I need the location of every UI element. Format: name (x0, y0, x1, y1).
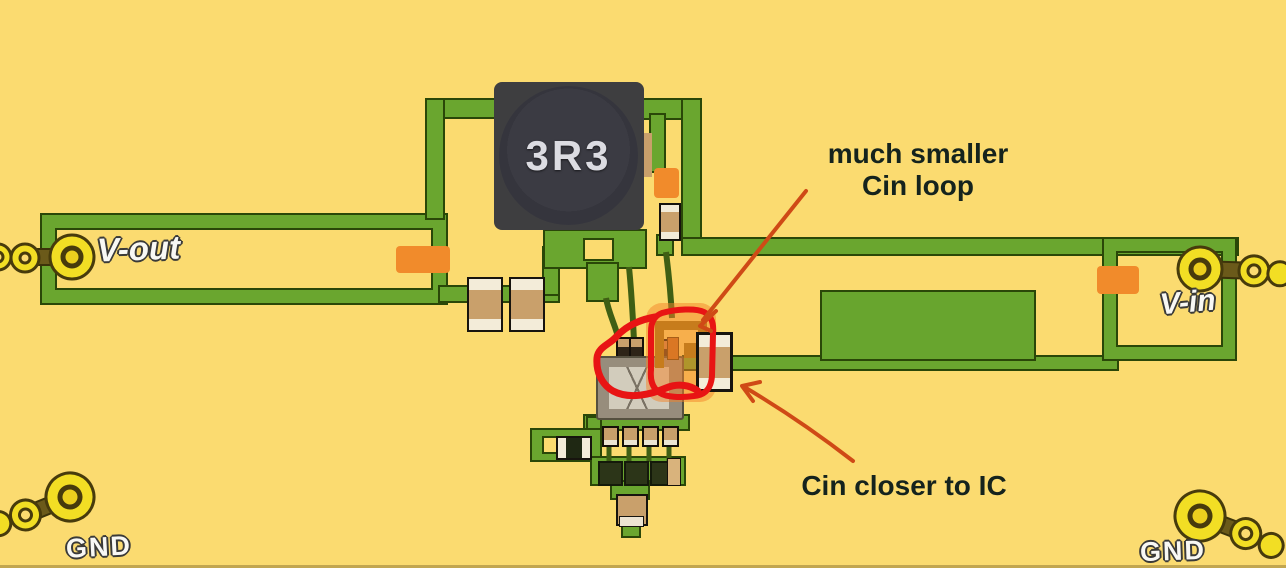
pad-bottom-tip (619, 516, 644, 527)
arrow-line-cin-closer (744, 386, 855, 463)
capacitor-small-branch (659, 203, 681, 241)
cin-loop-circle-annotation (647, 306, 717, 400)
label-gnd-left: GND (65, 530, 133, 564)
annotation-cin-loop-text: much smaller Cin loop (790, 138, 1046, 202)
resistor-orange-vin (1097, 266, 1139, 294)
capacitor-end (469, 279, 501, 290)
ic-bottom-pin-2 (622, 426, 639, 447)
trace-bottom-stub (621, 522, 641, 538)
resistor-orange-vout (396, 246, 450, 273)
resistor-orange-mid (654, 168, 679, 198)
annotation-line-1: much smaller (827, 138, 1009, 169)
capacitor-end (511, 319, 543, 330)
connector-pin-icon-gnd-left (0, 471, 96, 538)
ic-bottom-pin-1 (602, 426, 619, 447)
connector-pin-icon-vout (0, 233, 96, 281)
capacitor-end (511, 279, 543, 290)
inductor-terminal (643, 133, 652, 177)
trace-inductor-left-h (425, 98, 499, 119)
trace-pad-hole (583, 238, 614, 261)
inductor-coil-icon: 3R3 (499, 86, 638, 225)
trace-top-long (681, 237, 1239, 256)
annotation-cin-closer-text: Cin closer to IC (801, 470, 1007, 501)
copper-pour-vin (820, 290, 1036, 361)
capacitor-output-1 (467, 277, 503, 332)
trace-center-down (586, 262, 619, 302)
connector-pin-icon-gnd-right (1173, 489, 1285, 559)
capacitor-end (661, 205, 679, 212)
thin-trace-pin-connectors (606, 440, 672, 462)
arrow-head-cin-loop (698, 309, 718, 333)
annotation-line-2: Cin loop (862, 169, 974, 201)
arrow-head-cin-closer (740, 380, 762, 403)
pad-lower-right (667, 458, 681, 486)
capacitor-end (469, 319, 501, 330)
thin-trace-ic-feed-right (626, 266, 637, 342)
trace-branch-to-cap (649, 113, 666, 173)
label-vin: V-in (1158, 283, 1217, 322)
inductor-3r3: 3R3 (494, 82, 644, 230)
capacitor-end (558, 438, 566, 458)
trace-inductor-right-v (681, 98, 702, 248)
label-vout: V-out (96, 228, 181, 269)
arrow-line-cin-loop (701, 189, 808, 322)
capacitor-end (582, 438, 590, 458)
ic-bottom-pin-4 (662, 426, 679, 447)
capacitor-end (699, 378, 730, 389)
component-lower-2 (624, 461, 649, 486)
board-bottom-edge (0, 565, 1286, 568)
component-lower-1 (598, 461, 623, 486)
capacitor-end (661, 232, 679, 239)
capacitor-output-2 (509, 277, 545, 332)
component-lower-left (556, 436, 592, 460)
ic-bottom-pin-3 (642, 426, 659, 447)
trace-bottom-long (682, 355, 1119, 371)
label-gnd-right: GND (1139, 534, 1207, 568)
inductor-value-label: 3R3 (525, 131, 612, 179)
trace-inductor-left-v (425, 98, 445, 220)
cin-loop-swoosh-annotation (593, 313, 702, 400)
